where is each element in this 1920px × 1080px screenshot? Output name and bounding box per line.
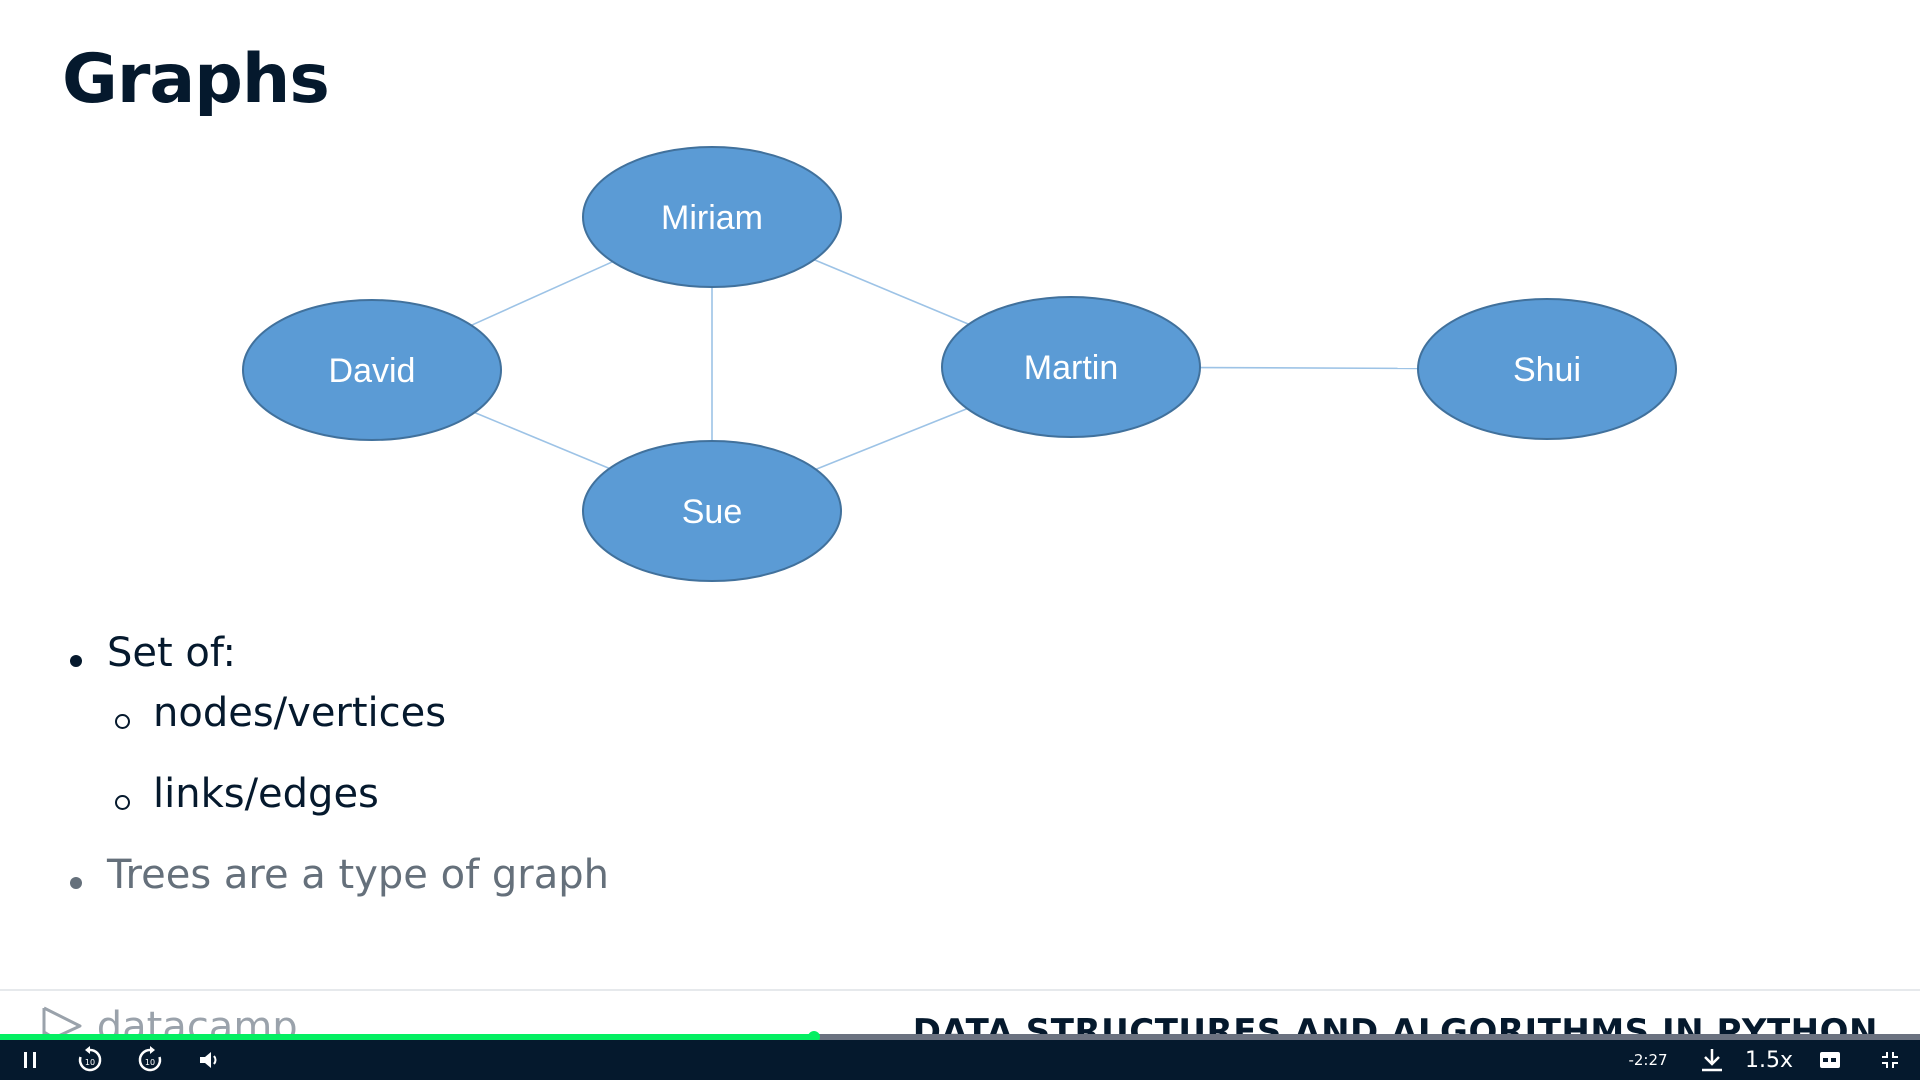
graph-node-shape (242, 299, 502, 441)
pause-icon (24, 1052, 36, 1068)
forward-10-icon: 10 (138, 1046, 162, 1072)
sub-bullet-item: nodes/vertices (115, 690, 447, 736)
graph-edge-miriam-martin (813, 258, 970, 326)
svg-text:10: 10 (85, 1058, 95, 1067)
rewind-10-button[interactable]: 10 (72, 1040, 108, 1080)
brand-name: datacamp (96, 1004, 298, 1036)
captions-button[interactable] (1812, 1040, 1848, 1080)
graph-node-shape (582, 146, 842, 288)
bullet-dot-icon (70, 655, 82, 667)
bullet-text: links/edges (153, 771, 379, 817)
graph-edges (470, 258, 1419, 471)
graph-edge-miriam-david (470, 260, 614, 327)
datacamp-logo: datacamp (40, 1004, 298, 1036)
graph-node-label: David (329, 352, 416, 390)
bullet-text: Trees are a type of graph (107, 852, 609, 898)
svg-text:10: 10 (145, 1058, 155, 1067)
graph-node-david: David (242, 299, 502, 441)
bullet-item: Trees are a type of graph (70, 852, 609, 898)
forward-10-button[interactable]: 10 (132, 1040, 168, 1080)
footer-divider (0, 989, 1920, 991)
bullet-item: Set of: (70, 630, 237, 676)
progress-fill (0, 1034, 815, 1040)
course-title: DATA STRUCTURES AND ALGORITHMS IN PYTHON (912, 1012, 1878, 1036)
graph-node-label: Martin (1024, 349, 1118, 387)
bullet-dot-icon (70, 877, 82, 889)
time-remaining: -2:27 (1628, 1051, 1668, 1069)
exit-fullscreen-icon (1882, 1052, 1898, 1068)
download-button[interactable] (1694, 1040, 1730, 1080)
volume-icon (200, 1052, 217, 1068)
captions-icon (1820, 1052, 1840, 1068)
slide-title: Graphs (62, 40, 330, 119)
graph-node-sue: Sue (582, 440, 842, 582)
graph-node-shape (941, 296, 1201, 438)
playback-speed-button[interactable]: 1.5x (1744, 1047, 1793, 1073)
graph-node-shape (1417, 298, 1677, 440)
graph-node-miriam: Miriam (582, 146, 842, 288)
datacamp-logo-icon (42, 1006, 82, 1036)
video-controls: 10 10 -2:27 1.5x (0, 1040, 1920, 1080)
graph-node-martin: Martin (941, 296, 1201, 438)
bullet-circle-icon (115, 795, 130, 810)
graph-node-shui: Shui (1417, 298, 1677, 440)
graph-node-label: Sue (682, 493, 743, 531)
graph-node-label: Miriam (661, 199, 763, 237)
graph-edge-martin-shui (1199, 366, 1419, 370)
sub-bullet-item: links/edges (115, 771, 379, 817)
graph-node-label: Shui (1513, 351, 1581, 389)
exit-fullscreen-button[interactable] (1872, 1040, 1908, 1080)
download-icon (1702, 1049, 1722, 1072)
graph-edge-david-sue (474, 411, 610, 470)
bullet-circle-icon (115, 714, 130, 729)
bullet-text: nodes/vertices (153, 690, 447, 736)
graph-edge-martin-sue (815, 407, 968, 471)
graph-node-shape (582, 440, 842, 582)
volume-button[interactable] (192, 1040, 228, 1080)
bullet-text: Set of: (107, 630, 237, 676)
rewind-10-icon: 10 (78, 1046, 102, 1072)
pause-button[interactable] (12, 1040, 48, 1080)
